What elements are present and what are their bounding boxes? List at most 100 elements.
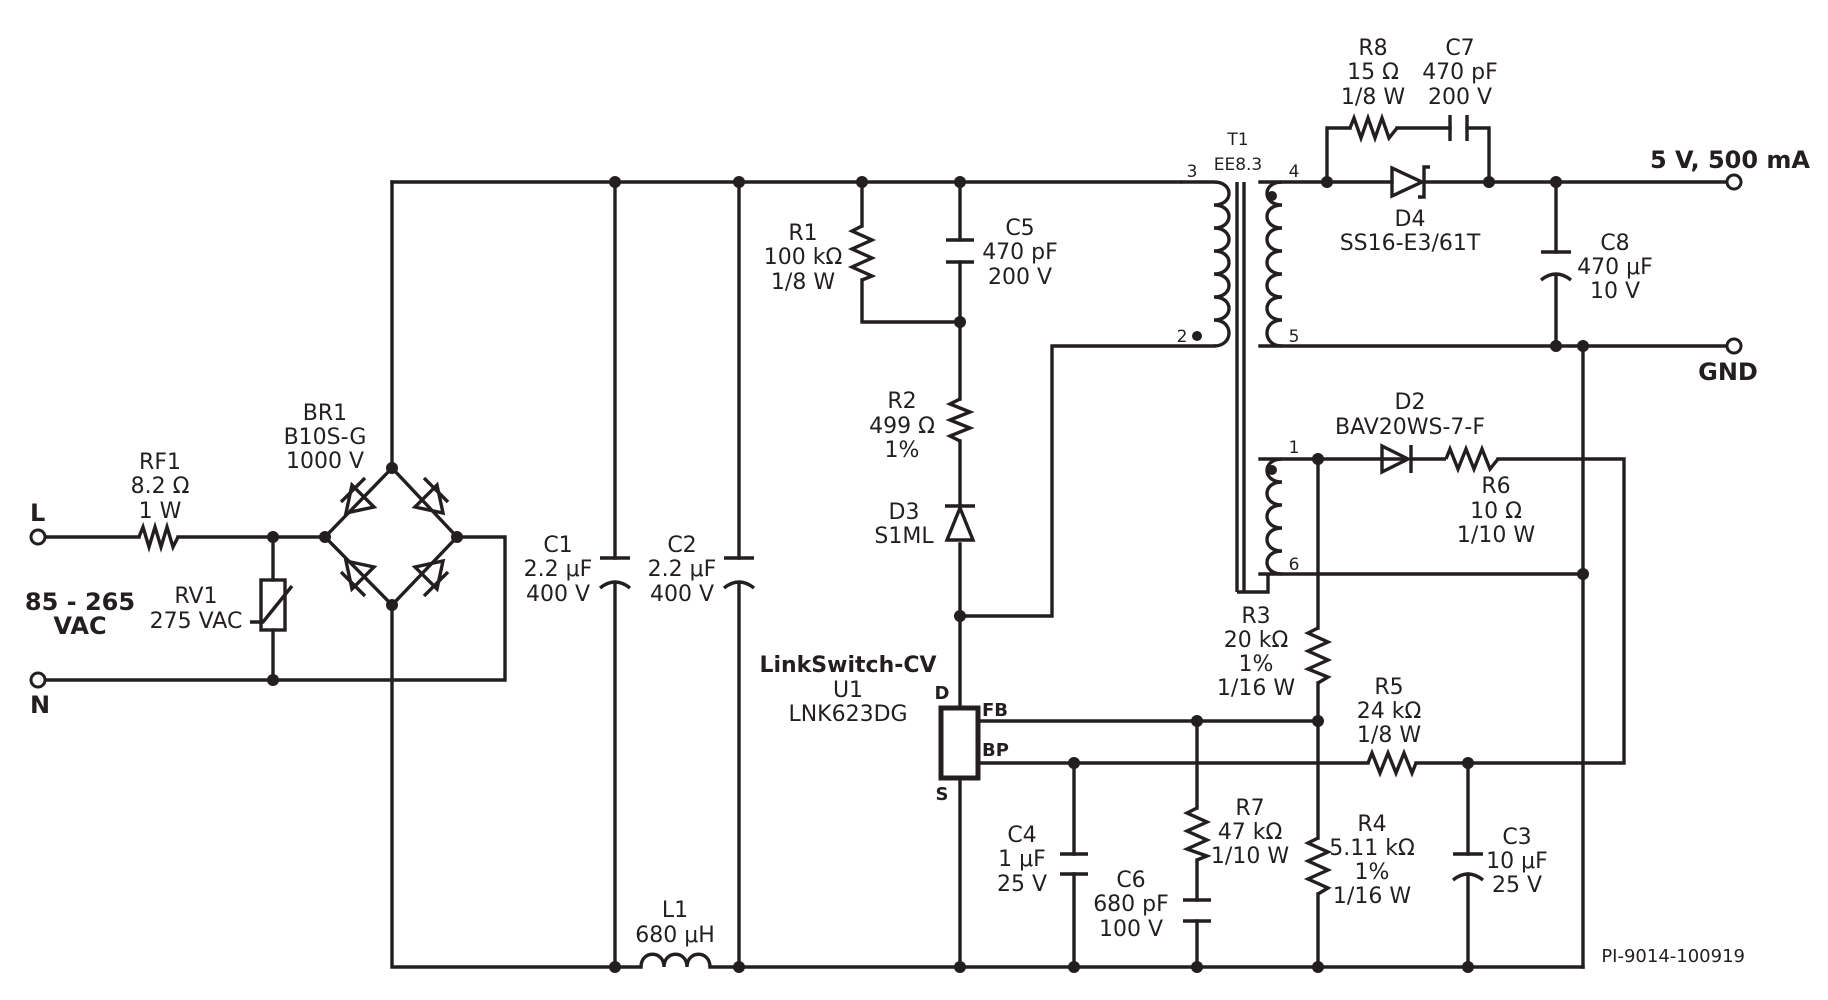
- r5-value: 24 kΩ: [1357, 699, 1422, 724]
- t1-pin-3: 3: [1187, 162, 1198, 182]
- c6-rating: 100 V: [1099, 917, 1163, 942]
- rf1-value: 8.2 Ω: [131, 474, 190, 499]
- c8-value: 470 μF: [1577, 255, 1653, 280]
- t1-core: EE8.3: [1214, 155, 1263, 175]
- br1-part: B10S-G: [284, 425, 367, 450]
- c5-value: 470 pF: [982, 240, 1058, 265]
- r4-tolerance: 1%: [1355, 860, 1390, 885]
- r8-value: 15 Ω: [1347, 60, 1399, 85]
- c5-rating: 200 V: [988, 265, 1052, 290]
- rf1-ref: RF1: [139, 450, 181, 475]
- c7-ref: C7: [1445, 36, 1474, 61]
- r5-ref: R5: [1374, 675, 1403, 700]
- u1-part: LNK623DG: [788, 702, 907, 727]
- u1-pin-fb: FB: [982, 700, 1008, 721]
- l1-ref: L1: [662, 898, 688, 923]
- r6-value: 10 Ω: [1470, 499, 1522, 524]
- t1-pin-2: 2: [1177, 327, 1188, 347]
- r6-resistor-symbol: [1444, 444, 1500, 474]
- t1-transformer-symbol: [1180, 180, 1283, 594]
- r3-tolerance: 1%: [1239, 652, 1274, 677]
- c6-ref: C6: [1116, 868, 1145, 893]
- c1-value: 2.2 μF: [524, 557, 593, 582]
- c6-capacitor-symbol: [1183, 898, 1211, 923]
- c7-capacitor-symbol: [1448, 115, 1469, 141]
- br1-rating: 1000 V: [286, 449, 364, 474]
- r3-ref: R3: [1241, 604, 1270, 629]
- t1-pin-1: 1: [1289, 438, 1300, 458]
- r8-ref: R8: [1358, 36, 1387, 61]
- r4-rating: 1/16 W: [1333, 884, 1411, 909]
- l1-inductor-symbol: [639, 952, 712, 968]
- input-l-label: L: [30, 499, 45, 527]
- c8-capacitor-symbol: [1539, 250, 1573, 282]
- l1-value: 680 μH: [635, 923, 715, 948]
- r6-ref: R6: [1481, 474, 1510, 499]
- rv1-ref: RV1: [174, 584, 217, 609]
- terminal-l: [29, 528, 47, 546]
- rv1-value: 275 VAC: [150, 609, 243, 634]
- u1-ref: U1: [833, 678, 863, 703]
- c1-ref: C1: [543, 533, 572, 558]
- input-voltage-label: 85 - 265: [25, 588, 135, 616]
- r1-resistor-symbol: [847, 224, 877, 282]
- r6-rating: 1/10 W: [1457, 523, 1535, 548]
- d4-ref: D4: [1395, 207, 1426, 232]
- u1-pin-bp: BP: [982, 740, 1009, 761]
- input-n-label: N: [30, 691, 50, 719]
- c4-capacitor-symbol: [1060, 852, 1088, 876]
- r2-ref: R2: [887, 389, 916, 414]
- rf1-rating: 1 W: [139, 499, 182, 524]
- c5-capacitor-symbol: [946, 238, 974, 264]
- c6-value: 680 pF: [1093, 892, 1169, 917]
- c5-ref: C5: [1005, 216, 1034, 241]
- c8-rating: 10 V: [1590, 279, 1640, 304]
- br1-bridge-symbol: [322, 465, 460, 608]
- d3-diode-symbol: [944, 503, 976, 542]
- c2-capacitor-symbol: [722, 556, 756, 590]
- c4-value: 1 μF: [998, 847, 1046, 872]
- c3-capacitor-symbol: [1451, 852, 1485, 882]
- r1-value: 100 kΩ: [764, 245, 843, 270]
- r3-resistor-symbol: [1303, 626, 1333, 685]
- t1-ref: T1: [1226, 130, 1248, 150]
- r8-rating: 1/8 W: [1341, 85, 1405, 110]
- c2-rating: 400 V: [650, 582, 714, 607]
- d3-ref: D3: [889, 500, 920, 525]
- terminal-5v: [1725, 173, 1743, 191]
- r2-value: 499 Ω: [869, 414, 935, 439]
- c8-ref: C8: [1600, 231, 1629, 256]
- d4-schottky-diode-symbol: [1390, 165, 1430, 199]
- c3-rating: 25 V: [1492, 873, 1542, 898]
- r7-rating: 1/10 W: [1211, 844, 1289, 869]
- c4-rating: 25 V: [997, 872, 1047, 897]
- t1-pin-4: 4: [1289, 162, 1300, 182]
- c7-value: 470 pF: [1422, 60, 1498, 85]
- drawing-id: PI-9014-100919: [1601, 946, 1745, 967]
- u1-pin-d: D: [935, 683, 950, 704]
- c1-capacitor-symbol: [598, 556, 632, 590]
- r2-tolerance: 1%: [885, 438, 920, 463]
- rv1-varistor-symbol: [250, 578, 294, 632]
- r7-resistor-symbol: [1182, 806, 1212, 862]
- u1-ic-body: [938, 705, 981, 781]
- r7-ref: R7: [1235, 796, 1264, 821]
- d2-part: BAV20WS-7-F: [1335, 415, 1485, 440]
- r2-resistor-symbol: [945, 397, 975, 443]
- r3-rating: 1/16 W: [1217, 676, 1295, 701]
- c4-ref: C4: [1007, 823, 1036, 848]
- d2-diode-symbol: [1380, 443, 1446, 475]
- r5-resistor-symbol: [1366, 748, 1418, 778]
- r5-rating: 1/8 W: [1357, 723, 1421, 748]
- r4-value: 5.11 kΩ: [1329, 836, 1415, 861]
- junction-dots: [267, 176, 1589, 973]
- output-gnd-label: GND: [1698, 358, 1758, 386]
- r7-value: 47 kΩ: [1218, 820, 1283, 845]
- c7-rating: 200 V: [1428, 85, 1492, 110]
- c2-ref: C2: [667, 533, 696, 558]
- r8-resistor-symbol: [1348, 112, 1399, 144]
- r3-value: 20 kΩ: [1224, 628, 1289, 653]
- output-5v-label: 5 V, 500 mA: [1650, 146, 1810, 174]
- wiring: [44, 126, 1728, 969]
- rf1-resistor-symbol: [137, 521, 180, 553]
